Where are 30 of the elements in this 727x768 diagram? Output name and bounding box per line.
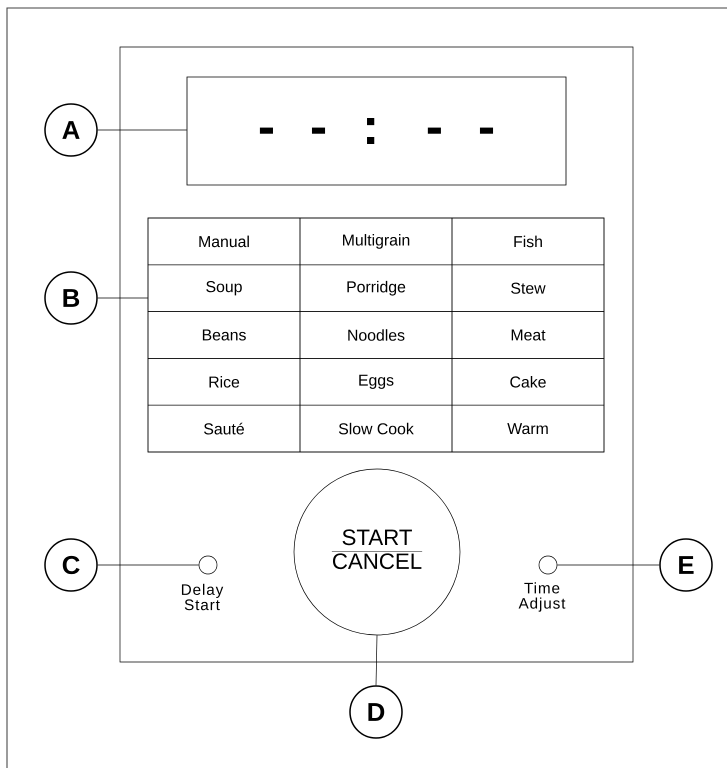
menu-button: Cake	[452, 358, 604, 406]
menu-button: Noodles	[300, 311, 452, 359]
display-screen: - - : - -	[186, 76, 566, 186]
callout-letter: B	[44, 271, 98, 325]
callout-letter: C	[44, 538, 98, 592]
leader-line	[97, 564, 199, 566]
menu-button: Slow Cook	[300, 404, 452, 452]
control-panel	[120, 46, 634, 662]
menu-button: Multigrain	[300, 218, 452, 266]
menu-button: Eggs	[300, 358, 452, 406]
menu-button: Beans	[148, 311, 300, 359]
callout-letter: D	[349, 685, 403, 739]
light-label: Time Adjust	[518, 582, 566, 612]
menu-button: Porridge	[300, 264, 452, 312]
menu-button: Stew	[452, 264, 604, 312]
menu-button: Sauté	[148, 404, 300, 452]
menu-button: Warm	[452, 404, 604, 452]
indicator-light	[198, 556, 218, 574]
menu-button: Rice	[148, 358, 300, 406]
leader-line	[376, 635, 378, 686]
menu-button: Soup	[148, 264, 300, 312]
callout-letter: E	[659, 538, 713, 592]
callout-letter: A	[44, 103, 98, 157]
menu-button: Manual	[148, 218, 300, 266]
menu-button: Fish	[452, 218, 604, 266]
start-cancel-button: START CANCEL	[294, 468, 460, 636]
light-label: Delay Start	[182, 584, 224, 610]
indicator-light	[538, 556, 558, 574]
menu-button: Meat	[452, 311, 604, 359]
leader-line	[557, 564, 660, 566]
